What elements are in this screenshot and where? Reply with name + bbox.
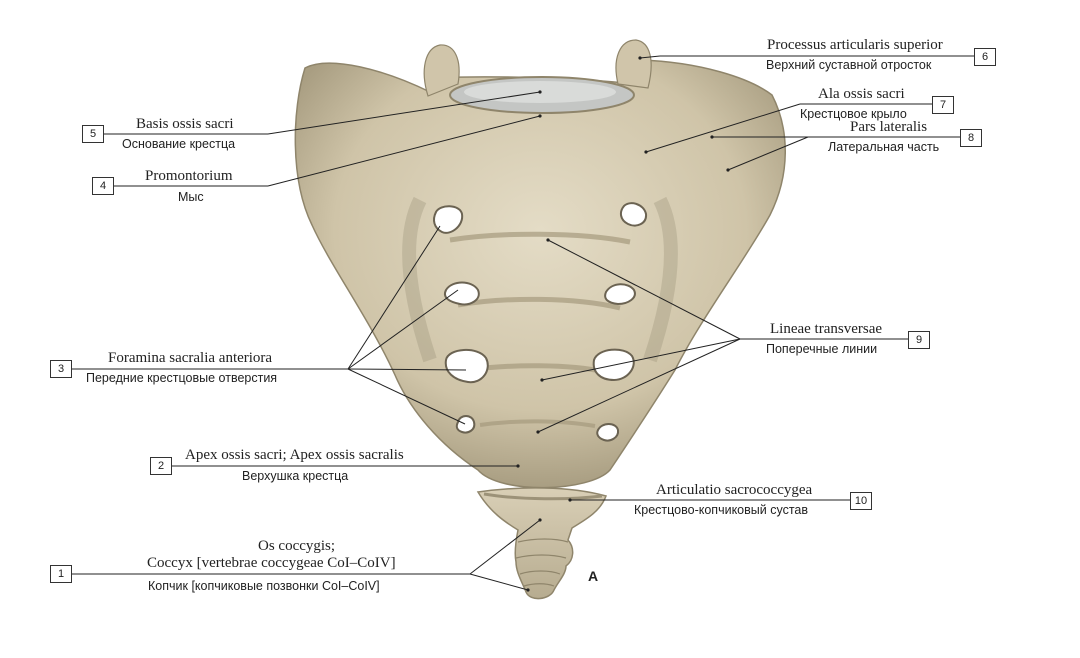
label-1-latin-a: Os coccygis; [258, 538, 336, 554]
label-5-number: 5 [82, 125, 104, 143]
label-7-number: 7 [932, 96, 954, 114]
label-2-number: 2 [150, 457, 172, 475]
leader-dots [516, 56, 730, 592]
label-4-russian: Мыс [178, 190, 204, 204]
figure-letter: A [588, 568, 599, 584]
label-8-latin: Pars lateralis [850, 119, 928, 135]
leader-lines [70, 55, 974, 591]
label-9-russian: Поперечные линии [766, 342, 878, 356]
label-3-russian: Передние крестцовые отверстия [86, 371, 278, 385]
anterior-sacral-foramina [433, 202, 648, 442]
label-7-latin: Ala ossis sacri [818, 86, 905, 102]
label-5-latin: Basis ossis sacri [136, 116, 234, 132]
label-7-russian: Крестцовое крыло [800, 107, 907, 121]
sacrum-bone [294, 39, 786, 489]
label-8-number: 8 [960, 129, 982, 147]
label-10-russian: Крестцово-копчиковый сустав [634, 503, 808, 517]
coccyx-bone [476, 487, 607, 600]
label-1-number: 1 [50, 565, 72, 583]
label-9-number: 9 [908, 331, 930, 349]
label-8-russian: Латеральная часть [828, 140, 940, 154]
label-10-latin: Articulatio sacrococcygea [656, 482, 813, 498]
label-4-number: 4 [92, 177, 114, 195]
label-6-russian: Верхний суставной отросток [766, 58, 932, 72]
label-10-number: 10 [850, 492, 872, 510]
label-3-latin: Foramina sacralia anteriora [108, 350, 273, 366]
label-4-latin: Promontorium [145, 168, 233, 184]
label-2-latin: Apex ossis sacri; Apex ossis sacralis [185, 447, 404, 463]
label-5-russian: Основание крестца [122, 137, 236, 151]
label-3-number: 3 [50, 360, 72, 378]
label-9-latin: Lineae transversae [770, 321, 883, 337]
label-6-latin: Processus articularis superior [767, 37, 943, 53]
label-6-number: 6 [974, 48, 996, 66]
label-2-russian: Верхушка крестца [242, 469, 349, 483]
label-1-russian: Копчик [копчиковые позвонки CoI–CoIV] [148, 579, 380, 593]
label-1-latin-b: Coccyx [vertebrae coccygeae CoI–CoIV] [147, 555, 396, 571]
